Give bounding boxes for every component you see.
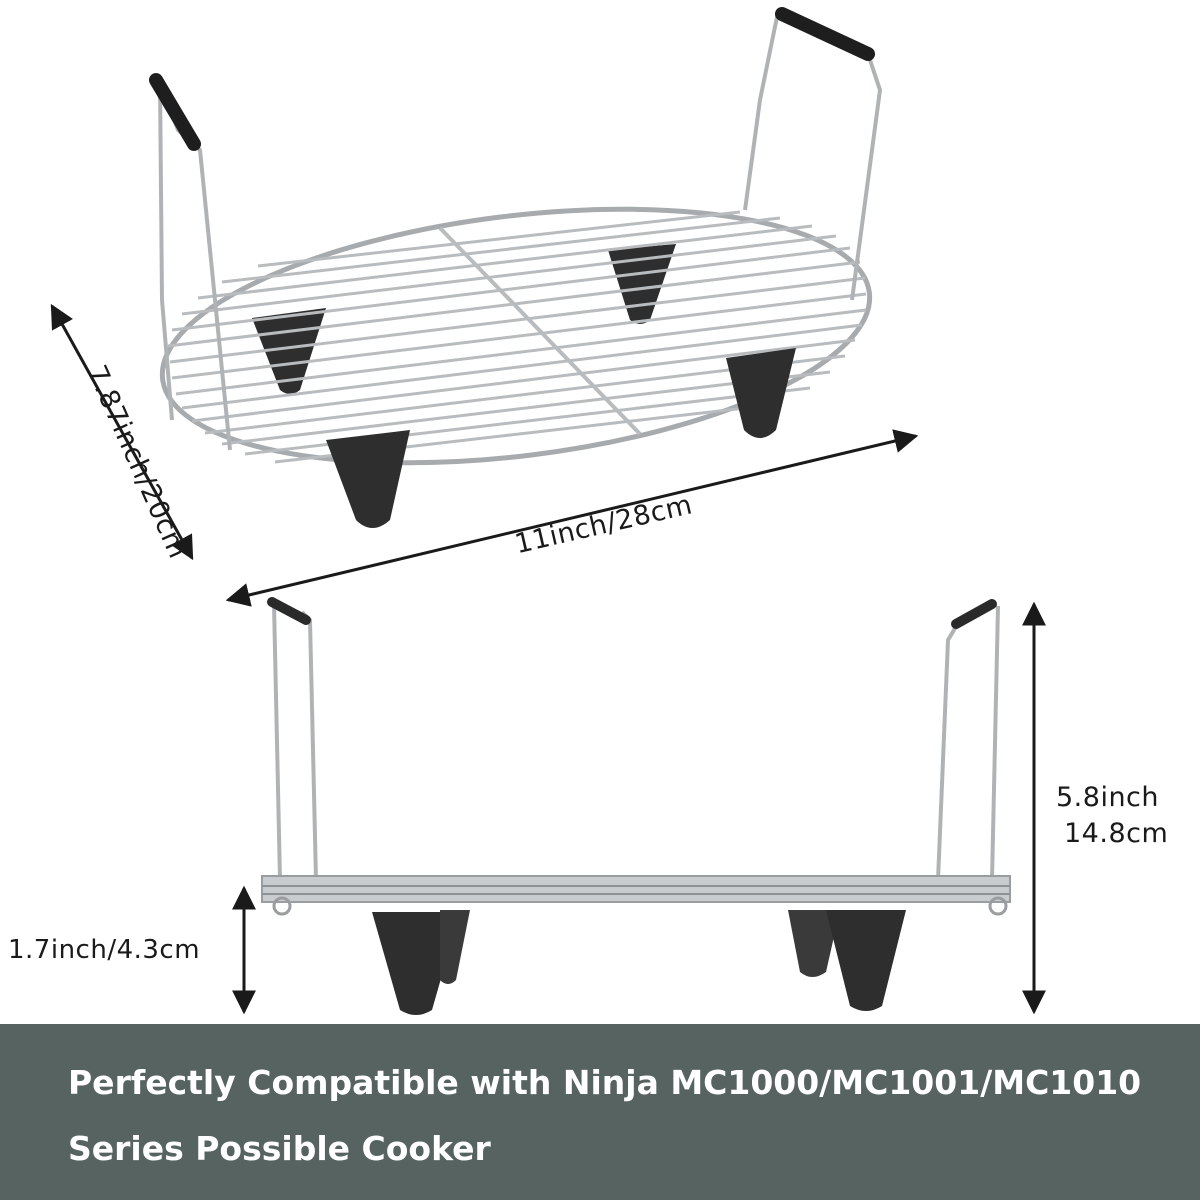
- rack-side-foot-1: [372, 912, 460, 1015]
- rack-handle-right: [743, 11, 780, 211]
- rack-side-view: [261, 597, 1011, 1015]
- rack-side-foot-4: [826, 910, 906, 1011]
- arrow-depth: [50, 303, 194, 561]
- rack-foot-rear-right: [608, 244, 676, 324]
- total-height-cm-label: 14.8cm: [1064, 818, 1169, 849]
- rack-side-foot-2: [440, 910, 470, 984]
- rack-side-body: [261, 875, 1011, 903]
- rack-side-foot-3: [788, 910, 840, 977]
- arrow-width: [225, 429, 919, 607]
- leg-height-label: 1.7inch/4.3cm: [8, 935, 201, 965]
- rack-top-view: [149, 7, 883, 528]
- rack-side-handle-left: [272, 603, 318, 881]
- compatibility-text: Perfectly Compatible with Ninja MC1000/M…: [68, 1063, 1142, 1168]
- rack-foot-front-right: [726, 348, 796, 438]
- rack-wires: [167, 210, 867, 464]
- compatibility-banner: [0, 1024, 1200, 1200]
- rack-side-handle-right: [936, 605, 1000, 881]
- total-height-inch-label: 5.8inch: [1056, 782, 1160, 813]
- rack-foot-front-left: [326, 430, 410, 528]
